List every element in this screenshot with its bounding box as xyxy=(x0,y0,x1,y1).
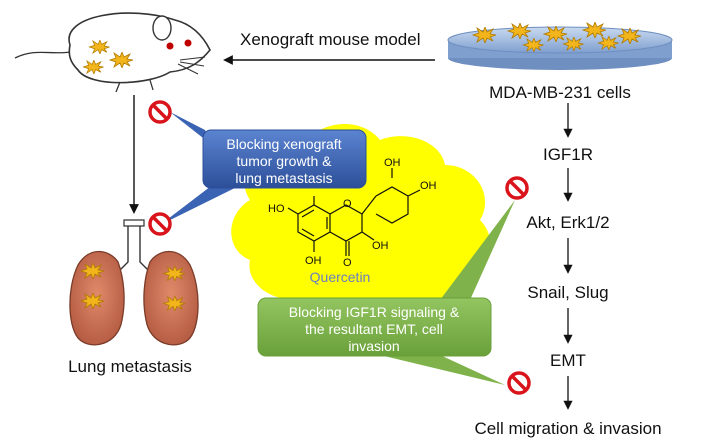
lungs-icon xyxy=(69,219,199,346)
green-callout-line-1: Blocking IGF1R signaling & xyxy=(289,304,460,320)
blue-callout-line-2: tumor growth & xyxy=(237,153,333,169)
pathway: IGF1R Akt, Erk1/2 Snail, Slug EMT Cell m… xyxy=(474,103,662,438)
cells-label: MDA-MB-231 cells xyxy=(489,83,631,102)
compound-label: Quercetin xyxy=(310,269,371,285)
atom-oh-top-right: OH xyxy=(420,180,437,192)
lung-label: Lung metastasis xyxy=(68,357,192,376)
mouse-icon xyxy=(14,12,211,93)
green-callout-line-3: invasion xyxy=(348,338,399,354)
blue-callout: Blocking xenograft tumor growth & lung m… xyxy=(160,112,367,225)
green-callout: Blocking IGF1R signaling & the resultant… xyxy=(257,200,515,385)
atom-oh-right: OH xyxy=(372,240,389,252)
green-callout-line-2: the resultant EMT, cell xyxy=(305,321,443,337)
no-entry-icon xyxy=(505,176,529,200)
pathway-step-snail-slug: Snail, Slug xyxy=(527,283,608,302)
quercetin-structure xyxy=(287,168,421,256)
atom-oh-top-left: OH xyxy=(384,157,401,169)
atom-o-ring: O xyxy=(343,198,352,210)
no-entry-icon xyxy=(148,100,172,124)
petri-dish-icon xyxy=(447,22,673,70)
no-entry-icon xyxy=(507,371,531,395)
blue-callout-line-1: Blocking xenograft xyxy=(226,136,341,152)
no-entry-icon xyxy=(148,212,172,236)
mouse-model-label: Xenograft mouse model xyxy=(240,30,421,49)
pathway-step-migration: Cell migration & invasion xyxy=(474,419,661,438)
atom-ho-left: HO xyxy=(268,203,285,215)
blue-callout-line-3: lung metastasis xyxy=(235,170,332,186)
atom-oh-bottom: OH xyxy=(305,255,322,267)
pathway-step-akt-erk: Akt, Erk1/2 xyxy=(526,213,609,232)
atom-o-carbonyl: O xyxy=(343,257,352,269)
pathway-step-igf1r: IGF1R xyxy=(543,145,593,164)
pathway-step-emt: EMT xyxy=(550,351,586,370)
